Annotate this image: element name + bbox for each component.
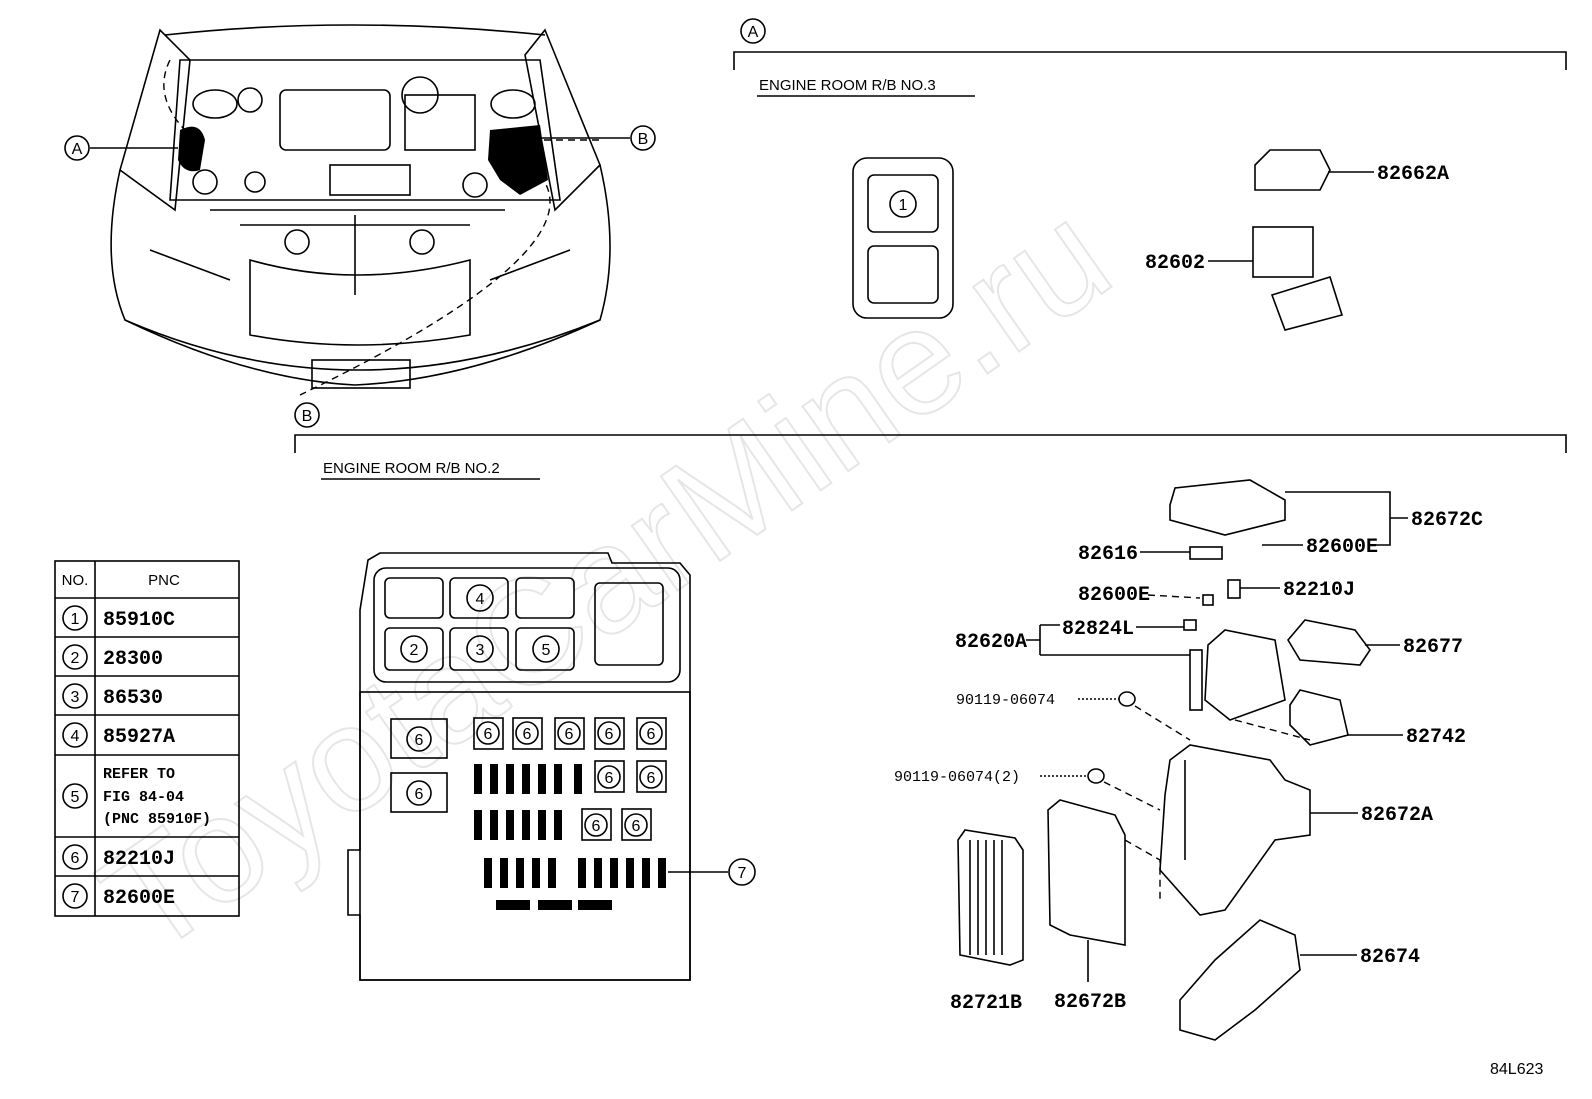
svg-text:6: 6 bbox=[592, 818, 601, 835]
callout-a-engine: A bbox=[64, 135, 178, 161]
part-label-82677: 82677 bbox=[1365, 636, 1463, 659]
svg-text:FIG 84-04: FIG 84-04 bbox=[103, 789, 184, 806]
svg-text:1: 1 bbox=[71, 611, 80, 628]
svg-text:2: 2 bbox=[71, 650, 80, 667]
part-label-82620A: 82620A bbox=[955, 624, 1190, 656]
svg-text:1: 1 bbox=[899, 197, 908, 214]
svg-text:86530: 86530 bbox=[103, 687, 163, 710]
svg-text:6: 6 bbox=[565, 726, 574, 743]
svg-text:B: B bbox=[302, 408, 313, 425]
section-a-header: A ENGINE ROOM R/B NO.3 bbox=[733, 18, 1567, 97]
part-label-82600E-b: 82600E bbox=[1078, 584, 1201, 607]
svg-text:6: 6 bbox=[484, 726, 493, 743]
part-label-82616: 82616 bbox=[1078, 543, 1190, 566]
svg-text:82210J: 82210J bbox=[1283, 579, 1355, 602]
part-label-90119-b: 90119-06074(2) bbox=[894, 769, 1088, 786]
part-label-82742: 82742 bbox=[1348, 726, 1466, 749]
svg-text:82662A: 82662A bbox=[1377, 163, 1449, 186]
svg-text:REFER TO: REFER TO bbox=[103, 766, 175, 783]
exploded-parts bbox=[957, 479, 1371, 1041]
svg-text:6: 6 bbox=[647, 770, 656, 787]
svg-text:6: 6 bbox=[71, 850, 80, 867]
svg-text:28300: 28300 bbox=[103, 648, 163, 671]
svg-text:82600E: 82600E bbox=[103, 887, 175, 910]
svg-text:5: 5 bbox=[542, 642, 551, 659]
svg-text:82677: 82677 bbox=[1403, 636, 1463, 659]
svg-text:82742: 82742 bbox=[1406, 726, 1466, 749]
part-label-82210J: 82210J bbox=[1240, 579, 1355, 602]
svg-text:B: B bbox=[638, 131, 649, 148]
svg-text:6: 6 bbox=[415, 786, 424, 803]
svg-text:6: 6 bbox=[523, 726, 532, 743]
part-label-82672A: 82672A bbox=[1310, 804, 1433, 827]
table-row: 5 REFER TO FIG 84-04 (PNC 85910F) bbox=[62, 766, 211, 828]
svg-text:85910C: 85910C bbox=[103, 609, 175, 632]
svg-text:(PNC 85910F): (PNC 85910F) bbox=[103, 811, 211, 828]
table-header-pnc: PNC bbox=[148, 572, 180, 589]
part-label-82674: 82674 bbox=[1300, 946, 1420, 969]
svg-text:4: 4 bbox=[476, 591, 485, 608]
svg-text:90119-06074: 90119-06074 bbox=[956, 692, 1055, 709]
svg-text:82210J: 82210J bbox=[103, 848, 175, 871]
svg-text:82600E: 82600E bbox=[1306, 536, 1378, 559]
part-82602: 82602 bbox=[1145, 226, 1344, 331]
svg-text:A: A bbox=[748, 24, 759, 41]
table-row: 6 82210J bbox=[62, 844, 175, 871]
engine-bay-illustration bbox=[110, 24, 611, 396]
table-row: 2 28300 bbox=[62, 644, 163, 671]
relay-box-no3: 1 bbox=[852, 157, 954, 319]
svg-text:7: 7 bbox=[71, 889, 80, 906]
part-label-90119-a: 90119-06074 bbox=[956, 692, 1119, 709]
svg-text:82602: 82602 bbox=[1145, 252, 1205, 275]
svg-text:82600E: 82600E bbox=[1078, 584, 1150, 607]
callout-b-engine: B bbox=[540, 125, 656, 151]
svg-text:90119-06074(2): 90119-06074(2) bbox=[894, 769, 1020, 786]
part-label-82600E-a: 82600E bbox=[1262, 536, 1378, 559]
svg-text:6: 6 bbox=[632, 818, 641, 835]
svg-text:7: 7 bbox=[738, 865, 747, 882]
table-row: 4 85927A bbox=[62, 722, 175, 749]
svg-text:A: A bbox=[72, 141, 83, 158]
svg-text:82672C: 82672C bbox=[1411, 509, 1483, 532]
svg-text:4: 4 bbox=[71, 728, 80, 745]
svg-text:5: 5 bbox=[71, 789, 80, 806]
svg-text:6: 6 bbox=[415, 732, 424, 749]
table-header-no: NO. bbox=[62, 572, 89, 589]
svg-text:6: 6 bbox=[605, 726, 614, 743]
svg-text:82672B: 82672B bbox=[1054, 991, 1126, 1014]
svg-text:6: 6 bbox=[647, 726, 656, 743]
diagram-code: 84L623 bbox=[1490, 1061, 1543, 1078]
pnc-table: NO. PNC 1 85910C 2 28300 3 86530 4 85927… bbox=[54, 560, 240, 917]
section-b-header: B ENGINE ROOM R/B NO.2 bbox=[294, 402, 1567, 480]
svg-text:6: 6 bbox=[605, 770, 614, 787]
svg-text:82616: 82616 bbox=[1078, 543, 1138, 566]
part-label-82672B: 82672B bbox=[1054, 940, 1126, 1014]
svg-text:3: 3 bbox=[476, 642, 485, 659]
table-row: 1 85910C bbox=[62, 605, 175, 632]
svg-text:82721B: 82721B bbox=[950, 992, 1022, 1015]
svg-text:82674: 82674 bbox=[1360, 946, 1420, 969]
svg-text:82824L: 82824L bbox=[1062, 618, 1134, 641]
svg-text:85927A: 85927A bbox=[103, 726, 175, 749]
svg-text:82672A: 82672A bbox=[1361, 804, 1433, 827]
part-82662A: 82662A bbox=[1254, 149, 1449, 191]
svg-text:2: 2 bbox=[410, 642, 419, 659]
relay-box-no2: 4 2 3 5 6 6 6 6 6 6 6 6 6 bbox=[347, 552, 756, 981]
table-row: 7 82600E bbox=[62, 883, 175, 910]
svg-text:3: 3 bbox=[71, 689, 80, 706]
svg-text:82620A: 82620A bbox=[955, 631, 1027, 654]
table-row: 3 86530 bbox=[62, 683, 163, 710]
section-b-title: ENGINE ROOM R/B NO.2 bbox=[323, 460, 500, 477]
part-label-82672C: 82672C bbox=[1285, 491, 1483, 546]
section-a-title: ENGINE ROOM R/B NO.3 bbox=[759, 77, 936, 94]
part-label-82824L: 82824L bbox=[1062, 618, 1184, 641]
part-label-82721B: 82721B bbox=[950, 992, 1022, 1015]
